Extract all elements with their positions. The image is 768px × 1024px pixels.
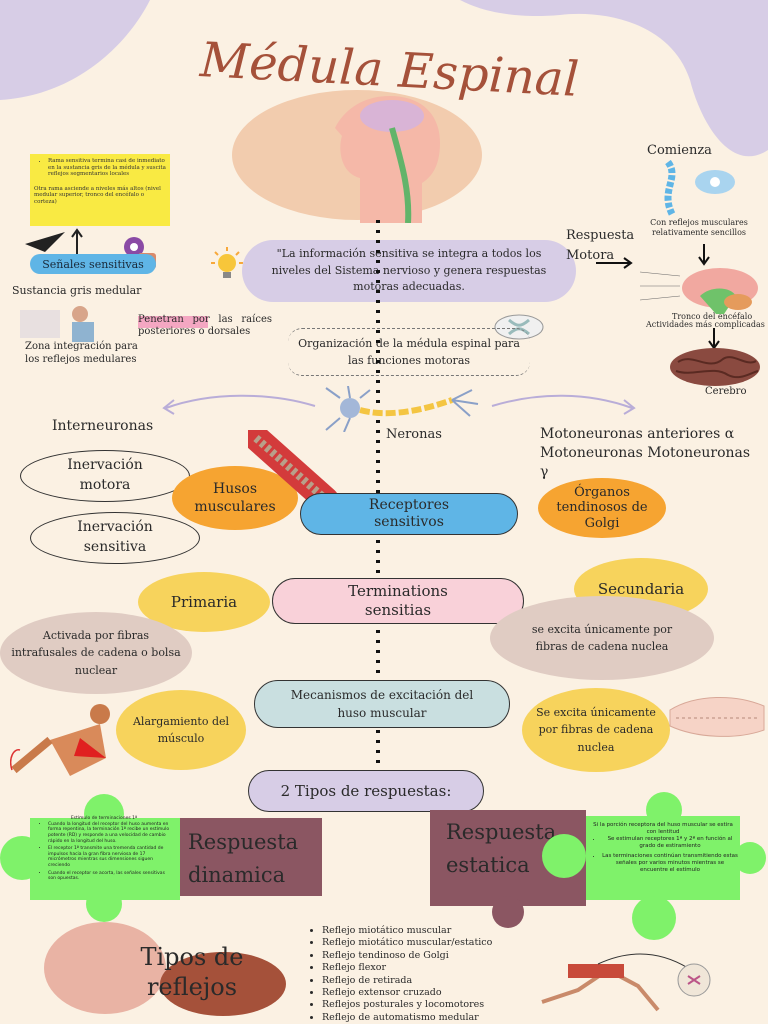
note-line: Otra rama asciende a niveles más altos (… (34, 185, 161, 205)
arrow-down-icon (708, 328, 720, 350)
mecanismos-label: Mecanismos de excitación del huso muscul… (254, 680, 510, 728)
estatica-line: Se estimulan receptores 1ª y 2ª en funci… (602, 836, 738, 850)
neuron-diagram (325, 386, 479, 432)
actividades-label: Actividades más complicadas (646, 320, 765, 329)
body-skeleton-diagram (20, 306, 94, 342)
zona-label: Zona integración para los reflejos medul… (25, 341, 138, 365)
list-item: Reflejo flexor (322, 962, 492, 974)
sustancia-label: Sustancia gris medular (12, 284, 142, 297)
list-item: Reflejo miotático muscular (322, 925, 492, 937)
list-item: Reflejo tendinoso de Golgi (322, 950, 492, 962)
arrow-up-icon (71, 228, 83, 254)
activada-text: Activada por fibras intrafusales de cade… (0, 612, 192, 694)
senales-label: Señales sensitivas (30, 254, 156, 274)
terminations-sensitias: Terminations sensitias (272, 578, 524, 624)
penetran-label: Penetran por las raíces posteriores o do… (138, 314, 272, 338)
arrow-right-icon (596, 257, 633, 269)
green-puzzle-left (0, 794, 202, 922)
list-item: Reflejo de retirada (322, 975, 492, 987)
brainstem-diagram (640, 268, 758, 314)
comienza-label: Comienza (647, 143, 712, 158)
husos-musculares: Husos musculares (172, 466, 298, 530)
arrow-down-icon (698, 244, 710, 266)
curved-arrow-right (491, 394, 636, 415)
estatica-line: Las terminaciones continúan transmitiend… (602, 853, 738, 874)
spinal-cord-section-diagram (494, 314, 544, 340)
paper-plane-icon (25, 232, 65, 252)
motoneuronas-label: Motoneuronas anteriores α Motoneuronas M… (540, 426, 751, 480)
reflejos-blob-brown (160, 952, 286, 1016)
dinamica-text: Estímulo de terminaciones 1ª Cuando la l… (34, 816, 174, 884)
inervacion-motora: Inervación motora (20, 450, 190, 502)
interneuronas-label: Interneuronas (52, 418, 154, 434)
dinamica-line: El receptor 1ª transmite una tremenda ca… (48, 846, 174, 869)
receptores-sensitivos: Receptores sensitivos (300, 493, 518, 535)
respuesta-dinamica-label: Respuesta dinamica (188, 830, 299, 887)
lightbulb-icon (211, 247, 243, 278)
list-item: Reflejos posturales y locomotores (322, 999, 492, 1011)
reflejos-sencillos-label: Con reflejos musculares relativamente se… (650, 218, 748, 238)
organos-tendinosos: Órganos tendinosos de Golgi (538, 478, 666, 538)
respuesta-estatica-label: Respuesta estatica (446, 820, 557, 877)
curved-arrow-left (162, 394, 316, 415)
stretching-man-icon (10, 704, 110, 776)
estatica-text: Si la porción receptora del huso muscula… (588, 822, 738, 876)
muscle-fiber-diagram (669, 696, 765, 737)
list-item: Reflejo extensor cruzado (322, 987, 492, 999)
organizacion-label: Organización de la médula espinal para l… (288, 328, 530, 377)
respuesta-motora-label: Respuesta Motora (566, 228, 635, 264)
tipos-reflejos-label: Tipos de reflejos (140, 943, 244, 1001)
dinamica-line: Cuando la longitud del receptor del huso… (48, 822, 174, 845)
dinamica-line: Cuando el receptor se acorta, las señale… (48, 871, 174, 882)
cerebro-label: Cerebro (705, 386, 747, 397)
list-item: Reflejo miotático muscular/estatico (322, 937, 492, 949)
note-line: Rama sensitiva termina casi de inmediato… (48, 158, 166, 178)
reflejos-blob-pink (44, 922, 166, 1014)
brain-icon (670, 348, 760, 386)
excita-cadena-text: se excita únicamente por fibras de caden… (490, 596, 714, 680)
reflex-arc-diagram (541, 953, 711, 1012)
info-quote: "La información sensitiva se integra a t… (242, 240, 576, 302)
excita-unicamente-label: Se excita únicamente por fibras de caden… (522, 688, 670, 772)
inervacion-sensitiva: Inervación sensitiva (30, 512, 200, 564)
list-item: Reflejo de automatismo medular (322, 1012, 492, 1024)
tronco-label: Tronco del encéfalo (672, 312, 753, 321)
neronas-label: Neronas (386, 427, 442, 442)
head-spine-icon (335, 96, 440, 223)
lavender-wave-top (0, 0, 768, 157)
tipos-respuestas-label: 2 Tipos de respuestas: (248, 770, 484, 812)
alargamiento-label: Alargamiento del músculo (116, 690, 246, 770)
estatica-line: Si la porción receptora del huso muscula… (593, 822, 733, 836)
dinamica-line: Estímulo de terminaciones 1ª (70, 816, 138, 821)
maroon-block-left (180, 818, 322, 896)
reflejos-list: Reflejo miotático muscular Reflejo miotá… (306, 925, 492, 1024)
spine-vertebra-icon (664, 160, 735, 216)
green-puzzle-right (542, 792, 766, 940)
note-box: Rama sensitiva termina casi de inmediato… (30, 154, 170, 226)
